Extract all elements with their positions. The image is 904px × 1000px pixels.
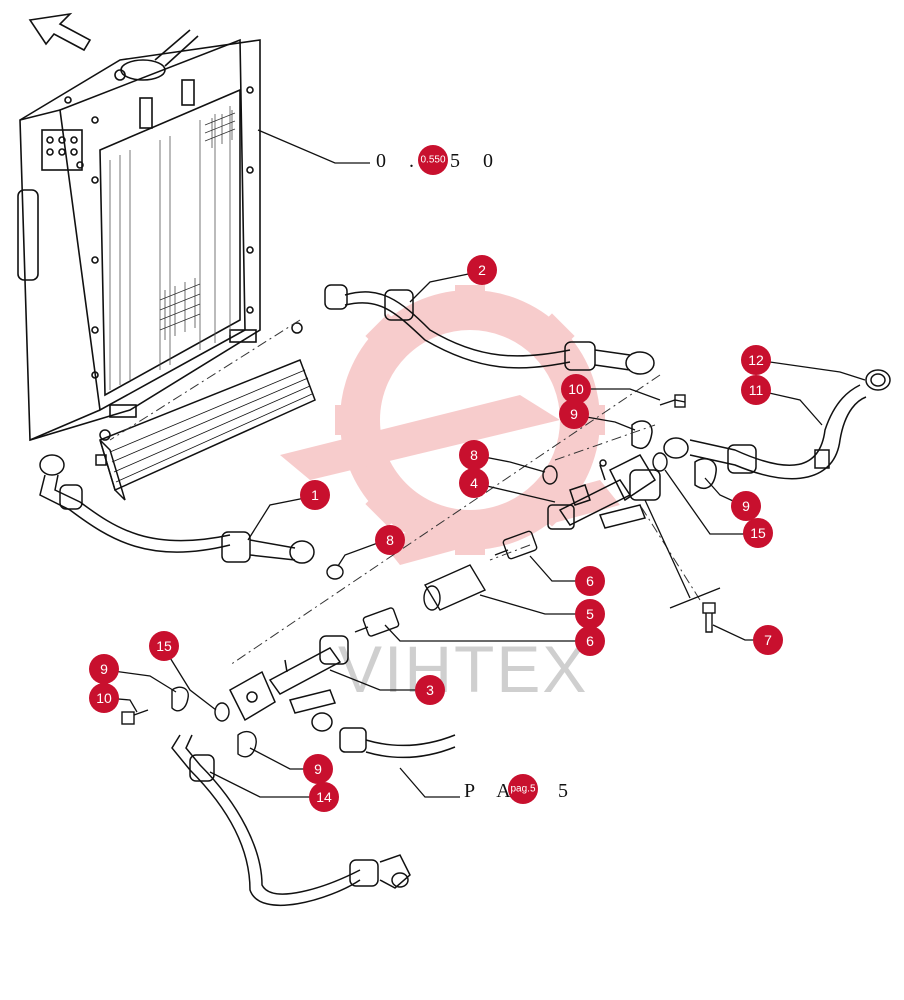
radiator-assembly: [17, 29, 261, 442]
reference-radiator-badge-label: 0.550: [420, 155, 445, 166]
coupling-sleeve-5: [423, 564, 487, 611]
flange-clamp-upper: [631, 420, 717, 489]
callout-9-bottom-label: 9: [314, 761, 322, 777]
callout-6-lower[interactable]: 6: [575, 626, 605, 656]
callout-10-left[interactable]: 10: [89, 683, 119, 713]
callout-15-left[interactable]: 15: [149, 631, 179, 661]
callout-10-left-label: 10: [96, 690, 112, 706]
callout-9-upper-label: 9: [570, 406, 578, 422]
reference-page-suffix: 5: [558, 780, 577, 802]
callout-9-left[interactable]: 9: [89, 654, 119, 684]
reference-page-prefix: P A: [464, 780, 520, 802]
callout-4[interactable]: 4: [459, 468, 489, 498]
callout-2-label: 2: [478, 262, 486, 278]
manifold-lower: [229, 635, 349, 722]
callout-2[interactable]: 2: [467, 255, 497, 285]
reference-page-badge-label: pag.5: [510, 784, 535, 795]
reference-radiator: 0 . 0.550 5 0: [376, 145, 502, 175]
adapter-6-lower: [354, 607, 400, 637]
hose-14: [171, 734, 411, 906]
callout-1-label: 1: [311, 487, 319, 503]
callout-6-lower-label: 6: [586, 633, 594, 649]
callout-7-label: 7: [764, 632, 772, 648]
hose-to-reference: [311, 712, 456, 759]
o-ring-15-left: [214, 702, 230, 722]
callout-11[interactable]: 11: [741, 375, 771, 405]
hose-right: [663, 369, 891, 480]
callout-8-upper[interactable]: 8: [459, 440, 489, 470]
callout-15-left-label: 15: [156, 638, 172, 654]
callout-9-left-label: 9: [100, 661, 108, 677]
callout-10-upper-label: 10: [568, 381, 584, 397]
callout-5-label: 5: [586, 606, 594, 622]
callout-11-label: 11: [749, 382, 764, 398]
oil-cooler: [95, 322, 316, 501]
bolt-10-upper: [659, 394, 686, 408]
callout-14[interactable]: 14: [309, 782, 339, 812]
o-ring-15-right: [652, 452, 668, 472]
adapter-6-upper: [494, 530, 538, 560]
flange-clamp-lower: [171, 686, 257, 758]
callout-5[interactable]: 5: [575, 599, 605, 629]
reference-radiator-suffix: 5 0: [450, 150, 502, 172]
callout-12-label: 12: [748, 352, 764, 368]
reference-radiator-badge: [418, 145, 448, 175]
callout-1[interactable]: 1: [300, 480, 330, 510]
reference-radiator-prefix: 0 .: [376, 150, 423, 172]
callout-7[interactable]: 7: [753, 625, 783, 655]
callout-6-upper[interactable]: 6: [575, 566, 605, 596]
callout-8-lower-label: 8: [386, 532, 394, 548]
watermark-text: VIHTEX: [338, 632, 588, 706]
o-ring-8-lower: [326, 564, 344, 580]
callout-10-upper[interactable]: 10: [561, 374, 591, 404]
callout-8-lower[interactable]: 8: [375, 525, 405, 555]
reference-page: P A pag.5 5: [464, 774, 577, 804]
callout-15-right-label: 15: [750, 525, 766, 541]
callout-9-right-label: 9: [742, 498, 750, 514]
assembly-centerlines: [109, 319, 701, 666]
o-ring-8-upper: [542, 465, 558, 485]
callout-4-label: 4: [470, 475, 478, 491]
bolt-10-lower: [121, 709, 149, 725]
hose-lower: [39, 454, 315, 564]
reference-page-badge: [508, 774, 538, 804]
callout-9-right[interactable]: 9: [731, 491, 761, 521]
callout-14-label: 14: [316, 789, 332, 805]
callout-8-upper-label: 8: [470, 447, 478, 463]
direction-arrow-icon: [28, 12, 92, 52]
manifold-upper: [547, 454, 661, 530]
callout-3[interactable]: 3: [415, 675, 445, 705]
bolt-7: [702, 602, 716, 633]
callout-6-upper-label: 6: [586, 573, 594, 589]
callout-12[interactable]: 12: [741, 345, 771, 375]
hose-upper: [324, 284, 655, 375]
callout-9-upper[interactable]: 9: [559, 399, 589, 429]
callout-9-bottom[interactable]: 9: [303, 754, 333, 784]
callout-15-right[interactable]: 15: [743, 518, 773, 548]
callout-3-label: 3: [426, 682, 434, 698]
